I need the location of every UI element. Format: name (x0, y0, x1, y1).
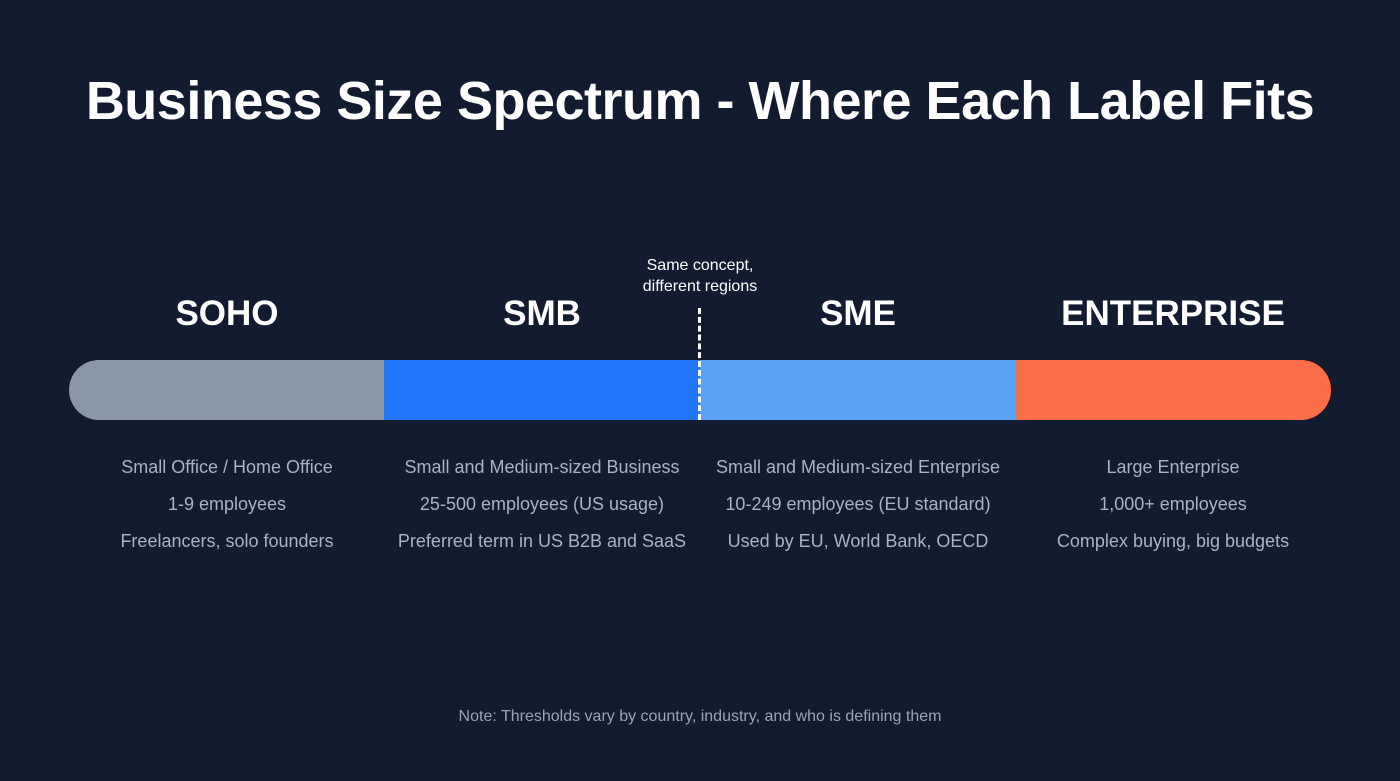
desc-usage: Freelancers, solo founders (120, 531, 334, 551)
footnote: Note: Thresholds vary by country, indust… (458, 708, 942, 725)
callout-line-2: different regions (642, 278, 758, 295)
segment-desc-soho: Small Office / Home Office 1-9 employees… (69, 455, 385, 566)
desc-usage: Complex buying, big budgets (1056, 531, 1290, 551)
segment-bar-enterprise (1016, 360, 1331, 420)
region-callout: Same concept, different regions (600, 255, 800, 297)
page-title: Business Size Spectrum - Where Each Labe… (85, 71, 1315, 131)
segment-label-soho: SOHO (175, 294, 279, 333)
segment-label-sme: SME (820, 294, 896, 333)
desc-employees: 1-9 employees (167, 494, 287, 514)
segment-bar-sme (700, 360, 1016, 420)
desc-full-name: Large Enterprise (1106, 457, 1240, 477)
segment-desc-enterprise: Large Enterprise 1,000+ employees Comple… (1015, 455, 1331, 566)
segment-label-enterprise: ENTERPRISE (1061, 294, 1285, 333)
segment-bar-smb (384, 360, 700, 420)
segment-label-smb: SMB (503, 294, 581, 333)
desc-employees: 1,000+ employees (1099, 494, 1247, 514)
desc-full-name: Small Office / Home Office (121, 457, 333, 477)
desc-employees: 10-249 employees (EU standard) (725, 494, 991, 514)
desc-full-name: Small and Medium-sized Enterprise (715, 457, 1001, 477)
smb-sme-dashed-divider (698, 308, 701, 420)
desc-full-name: Small and Medium-sized Business (404, 457, 680, 477)
segment-desc-sme: Small and Medium-sized Enterprise 10-249… (700, 455, 1016, 566)
segment-bar-soho (69, 360, 384, 420)
desc-usage: Used by EU, World Bank, OECD (727, 531, 989, 551)
desc-usage: Preferred term in US B2B and SaaS (397, 531, 687, 551)
desc-employees: 25-500 employees (US usage) (419, 494, 665, 514)
segment-desc-smb: Small and Medium-sized Business 25-500 e… (384, 455, 700, 566)
callout-line-1: Same concept, (646, 257, 754, 274)
spectrum-bar (69, 360, 1331, 420)
